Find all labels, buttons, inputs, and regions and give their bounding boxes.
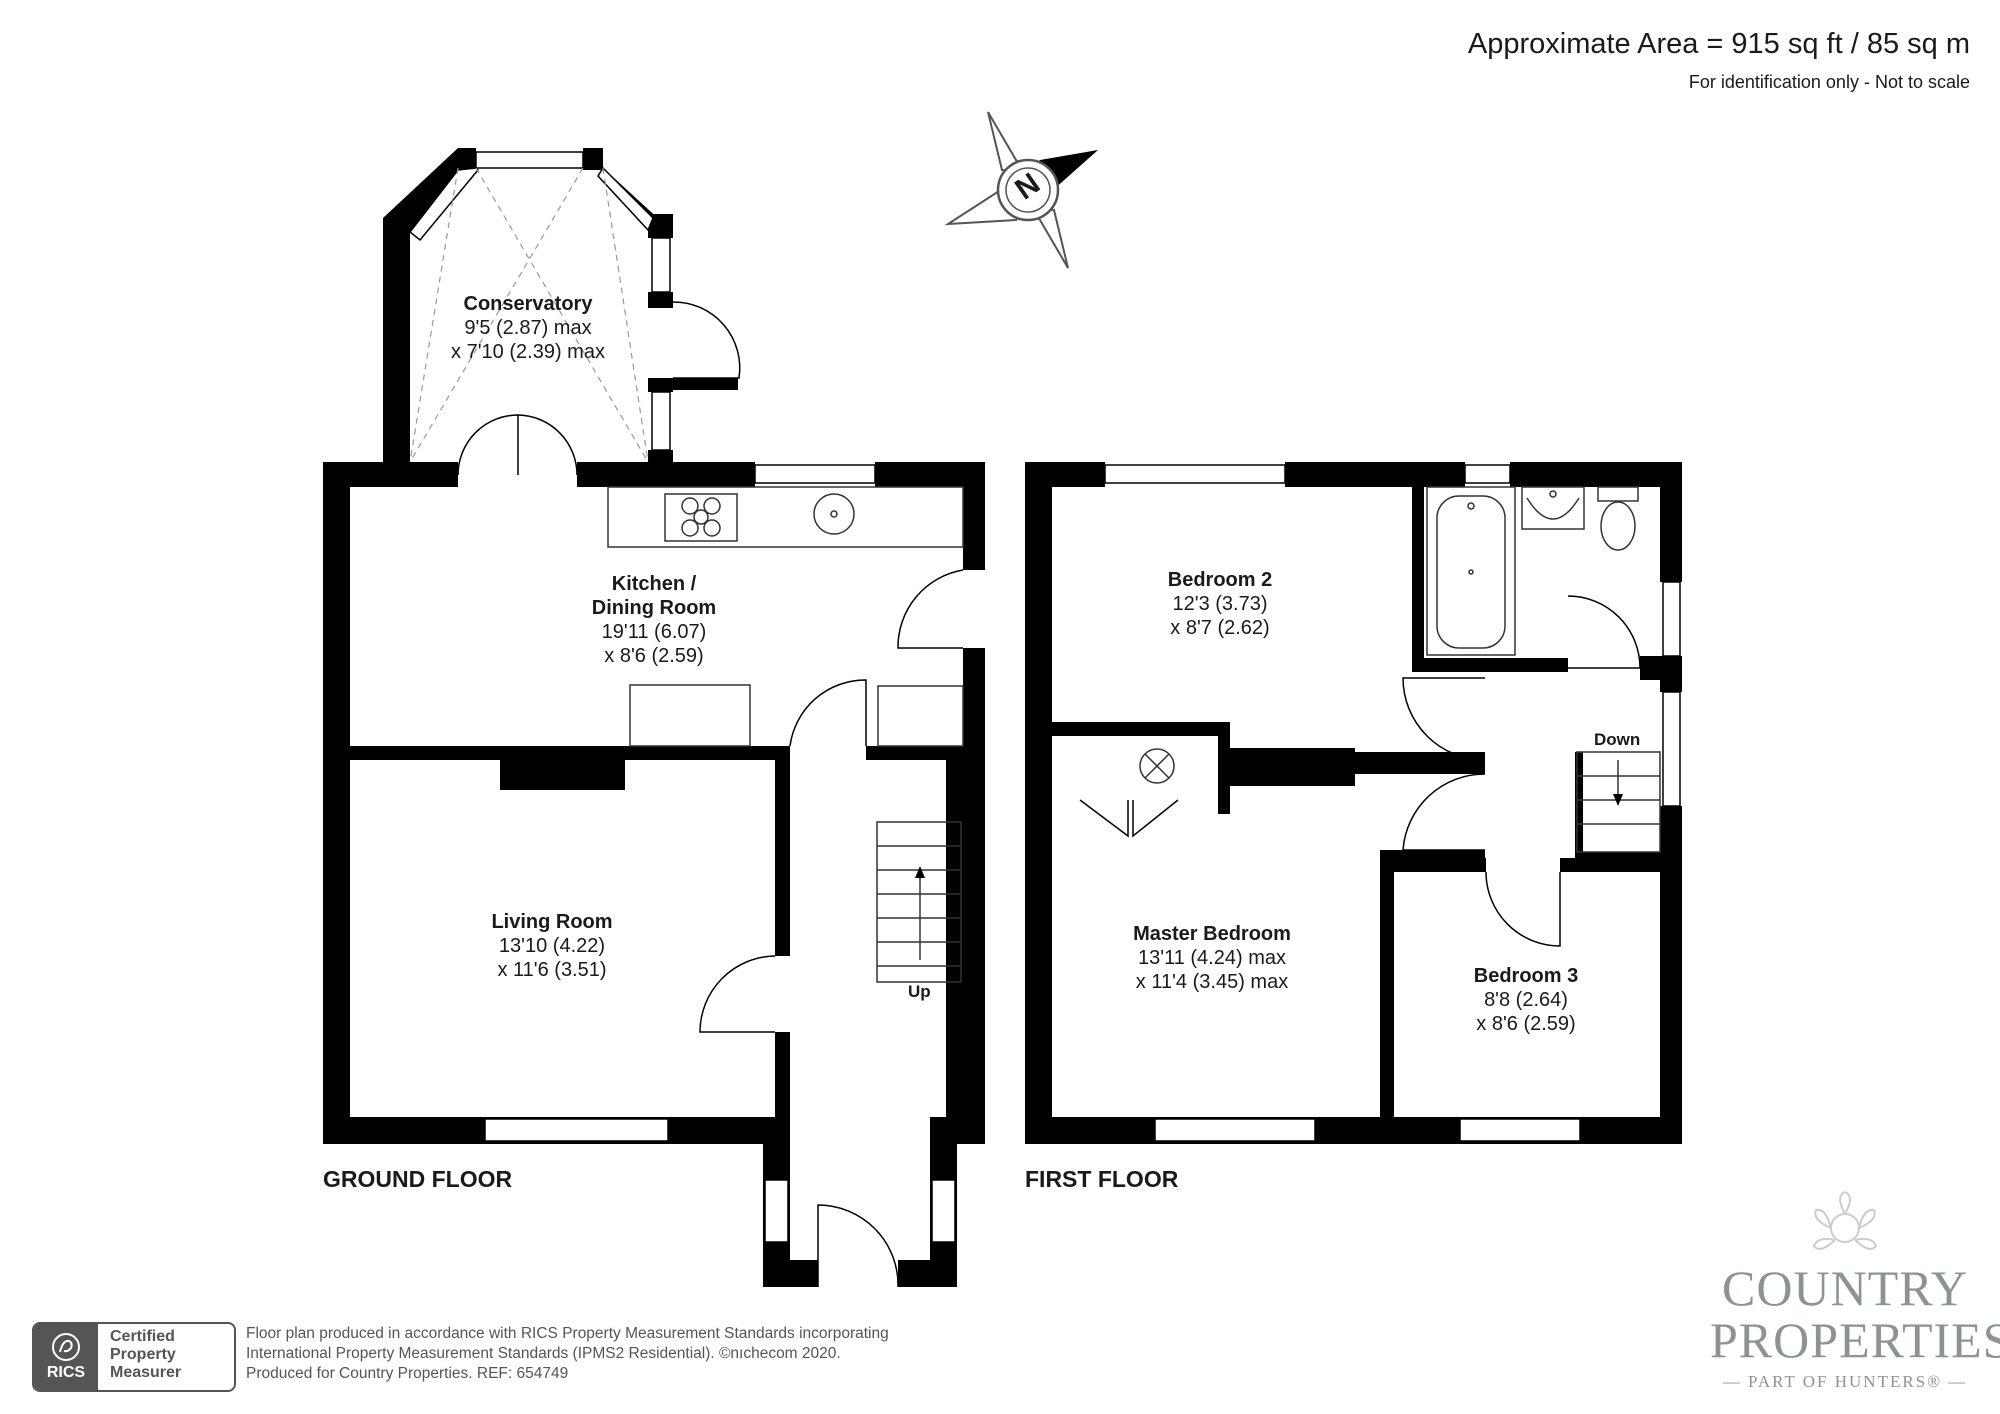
room-dimension: 8'8 (2.64)	[1484, 989, 1568, 1011]
first-floor-label: FIRST FLOOR	[1025, 1166, 1179, 1192]
room-living: Living Room 13'10 (4.22) x 11'6 (3.51)	[491, 910, 612, 982]
first-floor-windows	[1104, 464, 1681, 1142]
room-name: Kitchen /	[611, 573, 697, 595]
stairs-up-label: Up	[908, 982, 931, 1001]
ground-floor-doors	[457, 301, 964, 1288]
room-name: Conservatory	[463, 293, 593, 315]
footer-line: Floor plan produced in accordance with R…	[246, 1325, 889, 1342]
room-conservatory: Conservatory 9'5 (2.87) max x 7'10 (2.39…	[451, 292, 605, 364]
room-dimension: x 7'10 (2.39) max	[451, 341, 605, 363]
room-dimension: 12'3 (3.73)	[1172, 593, 1268, 615]
room-kitchen-dining: Kitchen / Dining Room 19'11 (6.07) x 8'6…	[592, 572, 716, 668]
rics-logo-text: RICS	[46, 1364, 86, 1381]
brand-line: PROPERTIES	[1710, 1312, 2000, 1368]
badge-line: Property	[110, 1346, 176, 1363]
stairs-down-label: Down	[1594, 730, 1641, 749]
first-floor-walls	[1025, 462, 1682, 1144]
room-name: Living Room	[491, 911, 613, 933]
footer-line: Produced for Country Properties. REF: 65…	[246, 1365, 569, 1382]
room-dimension: 19'11 (6.07)	[601, 621, 707, 643]
ground-floor-walls	[323, 148, 985, 1287]
approximate-area: Approximate Area = 915 sq ft / 85 sq m	[1467, 28, 1970, 60]
first-floor-doors	[1079, 595, 1641, 947]
room-dimension: x 11'6 (3.51)	[497, 959, 607, 981]
room-name: Dining Room	[591, 597, 717, 619]
room-name: Bedroom 2	[1167, 569, 1273, 591]
room-bedroom-2: Bedroom 2 12'3 (3.73) x 8'7 (2.62)	[1168, 568, 1272, 640]
rics-seal-icon	[52, 1333, 80, 1361]
rics-certified-badge: RICS Certified Property Measurer	[32, 1322, 236, 1392]
room-dimension: 13'10 (4.22)	[498, 935, 606, 957]
room-dimension: x 8'7 (2.62)	[1170, 617, 1270, 639]
brand-tagline: — PART OF HUNTERS® —	[1722, 1372, 1968, 1391]
room-dimension: 9'5 (2.87) max	[464, 317, 592, 339]
room-dimension: x 8'6 (2.59)	[1476, 1013, 1576, 1035]
badge-line: Certified	[110, 1328, 175, 1345]
rics-logo: RICS	[34, 1324, 98, 1390]
room-name: Master Bedroom	[1133, 923, 1291, 945]
ground-floor-fixtures	[409, 167, 964, 983]
room-master-bedroom: Master Bedroom 13'11 (4.24) max x 11'4 (…	[1133, 922, 1291, 994]
room-name: Bedroom 3	[1473, 965, 1579, 987]
room-dimension: 13'11 (4.24) max	[1138, 947, 1286, 969]
room-dimension: x 11'4 (3.45) max	[1135, 971, 1289, 993]
ground-floor-label: GROUND FLOOR	[323, 1166, 513, 1192]
room-dimension: x 8'6 (2.59)	[604, 645, 704, 667]
compass-icon	[944, 111, 1098, 269]
badge-line: Measurer	[110, 1364, 182, 1381]
room-bedroom-3: Bedroom 3 8'8 (2.64) x 8'6 (2.59)	[1474, 964, 1578, 1036]
scale-note: For identification only - Not to scale	[1688, 72, 1970, 92]
footer-disclaimer: Floor plan produced in accordance with R…	[246, 1324, 889, 1384]
ground-floor-windows	[408, 151, 956, 1243]
brand-line: COUNTRY	[1722, 1260, 1968, 1316]
brand-flower-icon	[1812, 1190, 1878, 1250]
footer-line: International Property Measurement Stand…	[246, 1345, 841, 1362]
first-floor-fixtures	[1139, 486, 1661, 853]
brand-logo: COUNTRY PROPERTIES — PART OF HUNTERS® —	[1710, 1260, 2000, 1392]
